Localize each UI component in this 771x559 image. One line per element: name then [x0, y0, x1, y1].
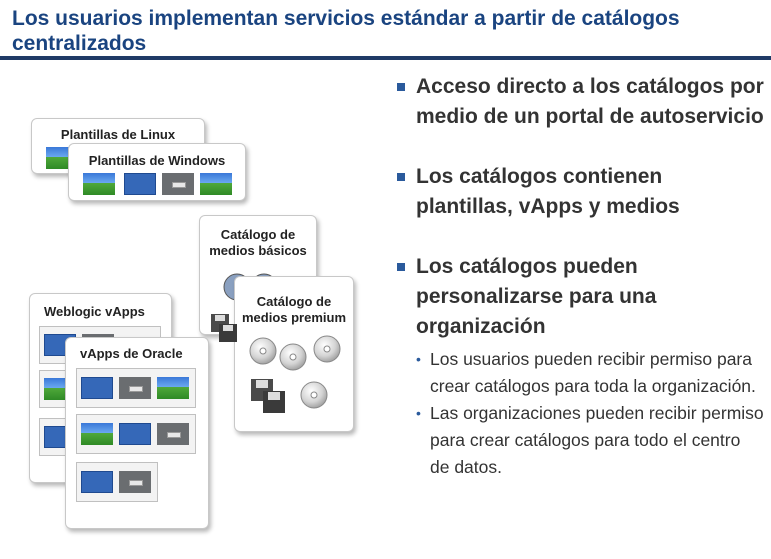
bullet-item: Acceso directo a los catálogos por medio… [394, 72, 764, 132]
vapp-box [76, 414, 196, 454]
vapp-box [76, 462, 158, 502]
server-thumbnail-icon [119, 471, 151, 493]
title-divider [0, 56, 771, 60]
desktop-thumbnail-icon [81, 471, 113, 493]
desktop-thumbnail-icon [81, 423, 113, 445]
bullet-square-icon [397, 173, 405, 181]
server-thumbnail-icon [119, 377, 151, 399]
bullet-dot-icon: • [416, 351, 421, 367]
desktop-thumbnail-icon [200, 173, 232, 195]
linux-templates-label: Plantillas de Linux [60, 127, 176, 142]
floppy-disks-icon [251, 379, 285, 413]
windows-templates-card: Plantillas de Windows [68, 143, 246, 201]
desktop-thumbnail-icon [83, 173, 115, 195]
basic-media-catalog-label: Catálogo de medios básicos [209, 227, 307, 258]
desktop-thumbnail-icon [157, 377, 189, 399]
desktop-thumbnail-icon [119, 423, 151, 445]
bullet-dot-icon: • [416, 405, 421, 421]
premium-media-catalog-label: Catálogo de medios premium [241, 294, 347, 325]
bullet-square-icon [397, 263, 405, 271]
vapp-box [76, 368, 196, 408]
server-thumbnail-icon [162, 173, 194, 195]
weblogic-vapps-label: Weblogic vApps [44, 304, 145, 319]
bullet-square-icon [397, 83, 405, 91]
windows-templates-label: Plantillas de Windows [88, 153, 226, 168]
bullet-text: Los catálogos pueden personalizarse para… [416, 255, 657, 338]
bullet-list: Acceso directo a los catálogos por medio… [394, 72, 764, 481]
cd-disc-icon [249, 335, 341, 371]
desktop-thumbnail-icon [124, 173, 156, 195]
premium-media-catalog-card: Catálogo de medios premium [234, 276, 354, 432]
sub-bullet-text: Las organizaciones pueden recibir permis… [430, 403, 764, 477]
slide-title: Los usuarios implementan servicios están… [12, 7, 680, 55]
server-thumbnail-icon [157, 423, 189, 445]
floppy-disks-icon [211, 314, 237, 342]
sub-bullet-item: • Las organizaciones pueden recibir perm… [394, 400, 764, 481]
sub-bullet-item: • Los usuarios pueden recibir permiso pa… [394, 346, 764, 400]
desktop-thumbnail-icon [81, 377, 113, 399]
bullet-item: Los catálogos pueden personalizarse para… [394, 252, 764, 342]
bullet-item: Los catálogos contienen plantillas, vApp… [394, 162, 764, 222]
oracle-vapps-card: vApps de Oracle [65, 337, 209, 529]
oracle-vapps-label: vApps de Oracle [80, 346, 183, 361]
sub-bullet-text: Los usuarios pueden recibir permiso para… [430, 349, 756, 396]
bullet-text: Acceso directo a los catálogos por medio… [416, 75, 764, 128]
bullet-text: Los catálogos contienen plantillas, vApp… [416, 165, 680, 218]
cd-disc-icon [300, 381, 328, 409]
